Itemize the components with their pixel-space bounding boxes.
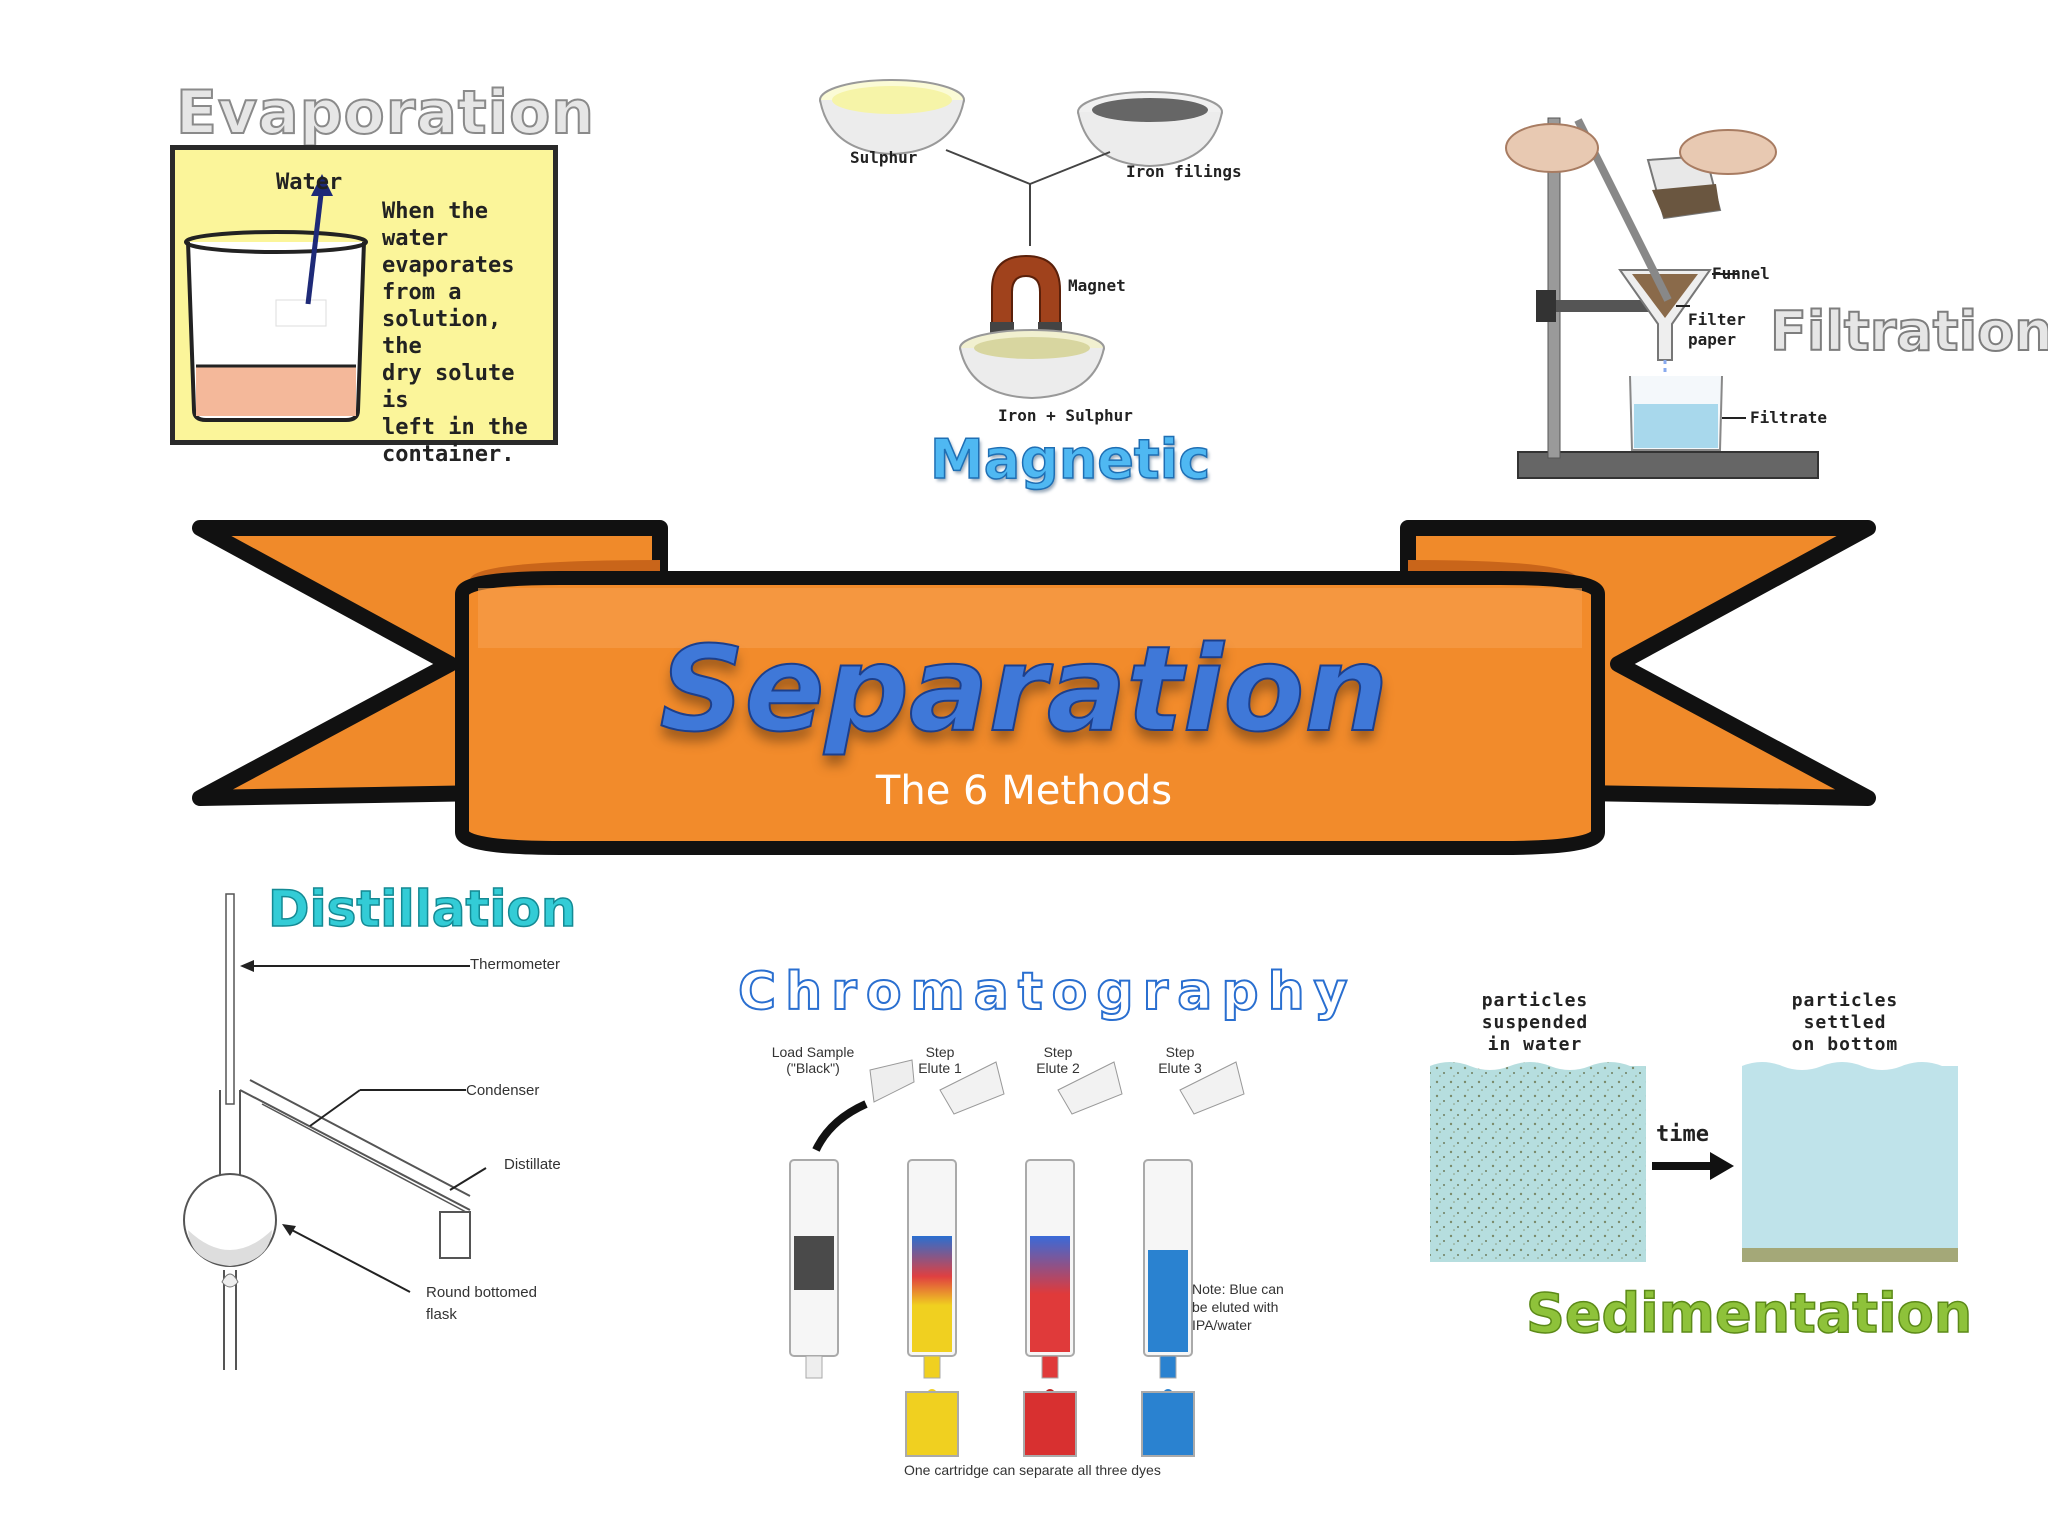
settled-water <box>1742 1062 1958 1262</box>
magnetic-diagram <box>819 79 1223 400</box>
chromatography-title: Chromatography <box>737 961 1357 1023</box>
distillate-label: Distillate <box>504 1156 561 1173</box>
filtration-diagram <box>1505 117 1819 479</box>
step-label-0: Load Sample("Black") <box>771 1044 855 1076</box>
distillation-title: Distillation <box>267 879 577 939</box>
time-label: time <box>1656 1122 1709 1147</box>
chromatography-caption: One cartridge can separate all three dye… <box>904 1462 1161 1478</box>
cup-yellow <box>905 1391 959 1457</box>
water-vapour-arrow <box>305 185 325 305</box>
evaporation-title: Evaporation <box>175 77 596 149</box>
iron-filings-label: Iron filings <box>1126 162 1242 181</box>
thermometer-label: Thermometer <box>470 956 561 973</box>
condenser-label: Condenser <box>466 1082 540 1099</box>
evaporation-beaker <box>184 174 368 422</box>
before-caption: particles suspended in water <box>1481 990 1589 1055</box>
main-subtitle: The 6 Methods <box>875 768 1173 814</box>
filtrate-label: Filtrate <box>1750 408 1828 427</box>
chromatography-note: Note: Blue can be eluted with IPA/water <box>1192 1281 1284 1333</box>
filter-paper-label-2: paper <box>1688 330 1737 349</box>
sedimentation-diagram <box>1430 1062 1958 1262</box>
filter-paper-label-1: Filter <box>1688 310 1746 329</box>
after-caption: particles settled on bottom <box>1791 990 1899 1055</box>
magnet-label: Magnet <box>1068 276 1126 295</box>
magnetic-title: Magnetic <box>929 427 1211 492</box>
flask-label-2: flask <box>426 1306 457 1323</box>
funnel-label: Funnel <box>1712 264 1770 283</box>
cup-red <box>1023 1391 1077 1457</box>
main-title: Separation <box>659 619 1390 759</box>
mixture-label: Iron + Sulphur <box>998 406 1133 425</box>
sulphur-label: Sulphur <box>850 148 918 167</box>
sedimentation-title: Sedimentation <box>1525 1281 1973 1346</box>
suspended-water <box>1430 1062 1646 1262</box>
chromatography-diagram <box>789 1059 1245 1457</box>
evaporation-description: When the water evaporates from a solutio… <box>382 199 528 467</box>
cup-blue <box>1141 1391 1195 1457</box>
distillation-diagram <box>183 893 487 1370</box>
flask-label-1: Round bottomed <box>426 1284 537 1301</box>
horseshoe-magnet <box>991 254 1061 327</box>
filtration-title: Filtration <box>1769 299 2048 364</box>
water-label: Water <box>276 170 343 195</box>
